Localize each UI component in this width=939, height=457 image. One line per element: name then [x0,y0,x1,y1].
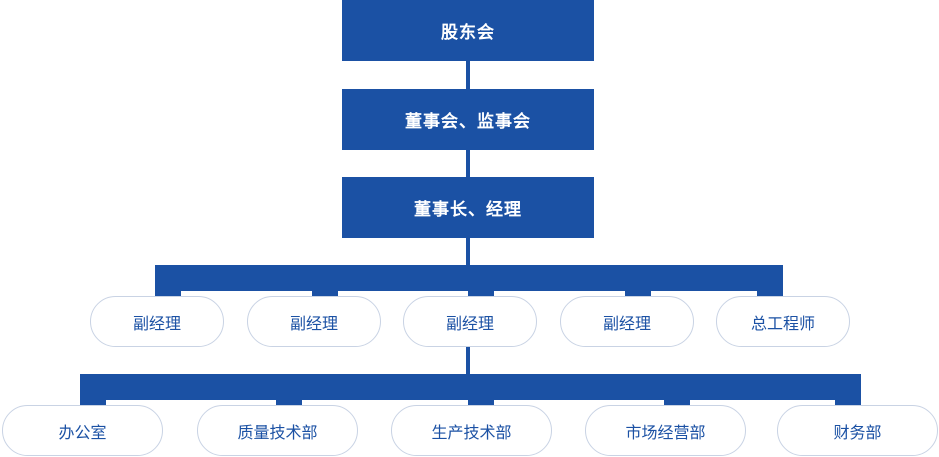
org-node-label: 生产技术部 [431,424,512,442]
org-node-market-operation-dept[interactable]: 市场经营部 [585,405,746,456]
org-node-deputy-manager-2[interactable]: 副经理 [247,296,381,347]
org-node-label: 董事会、监事会 [405,112,531,131]
org-node-deputy-manager-3[interactable]: 副经理 [403,296,537,347]
org-node-shareholders-meeting[interactable]: 股东会 [342,0,594,61]
org-node-board-of-directors-supervisors[interactable]: 董事会、监事会 [342,89,594,150]
connector-vertical-2 [466,150,470,177]
org-node-chief-engineer[interactable]: 总工程师 [716,296,850,347]
org-node-production-technology-dept[interactable]: 生产技术部 [391,405,552,456]
org-node-deputy-manager-1[interactable]: 副经理 [90,296,224,347]
org-node-chairman-manager[interactable]: 董事长、经理 [342,177,594,238]
org-node-label: 质量技术部 [237,424,318,442]
org-node-quality-technology-dept[interactable]: 质量技术部 [197,405,358,456]
org-node-label: 副经理 [289,315,338,333]
connector-vertical-3 [466,238,470,266]
org-node-label: 财务部 [833,424,882,442]
org-node-label: 总工程师 [750,315,815,333]
org-node-label: 董事长、经理 [414,200,522,219]
org-node-label: 副经理 [602,315,651,333]
connector-vertical-1 [466,61,470,89]
org-node-deputy-manager-4[interactable]: 副经理 [560,296,694,347]
org-node-label: 办公室 [58,424,107,442]
org-node-label: 市场经营部 [625,424,706,442]
org-node-label: 副经理 [132,315,181,333]
org-node-label: 股东会 [441,23,495,42]
org-node-finance-dept[interactable]: 财务部 [777,405,938,456]
connector-vertical-4 [466,347,470,375]
org-node-office[interactable]: 办公室 [2,405,163,456]
org-node-label: 副经理 [445,315,494,333]
